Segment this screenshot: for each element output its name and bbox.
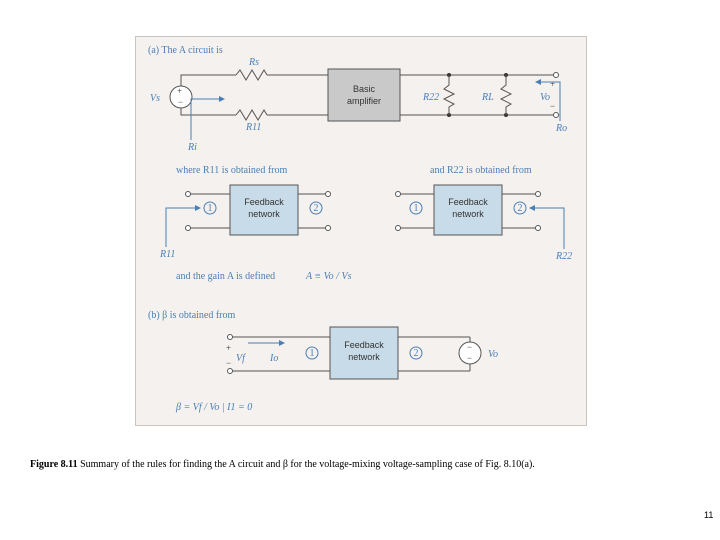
gain-text: and the gain A is defined bbox=[176, 271, 275, 282]
left-fb-wires bbox=[188, 193, 328, 229]
terminal bbox=[325, 191, 331, 197]
terminal bbox=[553, 112, 559, 118]
svg-text:−: − bbox=[467, 342, 472, 352]
fb-left-label-2: network bbox=[248, 209, 280, 219]
label-i1: Io bbox=[269, 353, 278, 364]
part-b-title: (b) β is obtained from bbox=[148, 310, 236, 321]
port-2-beta bbox=[409, 346, 423, 360]
fb-right-label-1: Feedback bbox=[448, 197, 488, 207]
arrow-r11 bbox=[165, 205, 201, 247]
terminal bbox=[535, 191, 541, 197]
svg-text:+: + bbox=[226, 343, 231, 353]
label-r22: R22 bbox=[422, 92, 439, 103]
svg-text:+: + bbox=[177, 86, 182, 96]
page-number: 11 bbox=[704, 510, 714, 520]
arrow-ro bbox=[535, 79, 561, 121]
and-r22-text: and R22 is obtained from bbox=[430, 165, 532, 176]
resistor-r22 bbox=[442, 75, 456, 115]
port-1-label: 1 bbox=[208, 203, 213, 214]
part-a-title: (a) The A circuit is bbox=[148, 45, 223, 56]
port-2-label: 2 bbox=[414, 348, 419, 359]
right-fb-wires bbox=[398, 193, 538, 229]
port-1-right bbox=[409, 201, 423, 215]
terminal bbox=[227, 368, 233, 374]
resistor-r11 bbox=[235, 109, 268, 121]
terminal bbox=[535, 225, 541, 231]
port-1-label: 1 bbox=[310, 348, 315, 359]
label-vo: Vo bbox=[540, 92, 550, 103]
port-1-beta bbox=[305, 346, 319, 360]
basic-amplifier-box bbox=[327, 68, 401, 122]
svg-text:−: − bbox=[178, 97, 183, 107]
label-r11: R11 bbox=[245, 122, 261, 133]
fb-left-label-1: Feedback bbox=[244, 197, 284, 207]
port-1-label: 1 bbox=[414, 203, 419, 214]
gain-equation: A ≡ Vo / Vs bbox=[305, 271, 352, 282]
port-1-left bbox=[203, 201, 217, 215]
terminal bbox=[185, 225, 191, 231]
voltage-source-vo: − − bbox=[458, 341, 482, 365]
terminal bbox=[395, 191, 401, 197]
svg-text:−: − bbox=[467, 353, 472, 363]
circuit-diagram: (a) The A circuit is + − Vs Rs R11 Ri Ba… bbox=[148, 45, 572, 413]
fb-beta-label-1: Feedback bbox=[344, 340, 384, 350]
amp-label-2: amplifier bbox=[347, 96, 381, 106]
label-ri: Ri bbox=[187, 142, 197, 153]
port-2-label: 2 bbox=[518, 203, 523, 214]
caption-text: Summary of the rules for finding the A c… bbox=[77, 459, 535, 470]
terminal bbox=[325, 225, 331, 231]
beta-equation: β = Vf / Vo | I1 = 0 bbox=[175, 402, 252, 413]
resistor-rs bbox=[235, 69, 268, 81]
label-r22-right: R22 bbox=[555, 251, 572, 262]
figure-caption: Figure 8.11 Summary of the rules for fin… bbox=[30, 459, 535, 470]
arrow-r22 bbox=[529, 205, 565, 249]
amp-label-1: Basic bbox=[353, 84, 376, 94]
feedback-network-box-beta bbox=[329, 326, 399, 380]
fb-right-label-2: network bbox=[452, 209, 484, 219]
caption-number: Figure 8.11 bbox=[30, 459, 78, 470]
label-vs: Vs bbox=[150, 93, 160, 104]
figure-panel: (a) The A circuit is + − Vs Rs R11 Ri Ba… bbox=[135, 36, 587, 426]
feedback-network-box-left bbox=[229, 184, 299, 236]
wire-bottom-left bbox=[180, 108, 236, 116]
port-2-right bbox=[513, 201, 527, 215]
fb-beta-label-2: network bbox=[348, 352, 380, 362]
arrow-ri bbox=[190, 96, 225, 140]
voltage-source-vs: + − bbox=[169, 85, 193, 109]
svg-text:−: − bbox=[550, 101, 555, 111]
label-vo-source: Vo bbox=[488, 349, 498, 360]
svg-text:+: + bbox=[550, 79, 555, 89]
port-2-label: 2 bbox=[314, 203, 319, 214]
label-ro: Ro bbox=[555, 123, 567, 134]
port-2-left bbox=[309, 201, 323, 215]
svg-text:−: − bbox=[226, 358, 231, 368]
beta-wires bbox=[230, 336, 470, 372]
resistor-rl bbox=[499, 75, 513, 115]
terminal bbox=[227, 334, 233, 340]
label-vf: Vf bbox=[236, 353, 246, 364]
feedback-network-box-right bbox=[433, 184, 503, 236]
where-text: where R11 is obtained from bbox=[176, 165, 287, 176]
label-r11-left: R11 bbox=[159, 249, 175, 260]
label-rs: Rs bbox=[248, 57, 259, 68]
terminal bbox=[395, 225, 401, 231]
wire-top-left bbox=[180, 74, 236, 86]
terminal bbox=[553, 72, 559, 78]
label-rl: RL bbox=[481, 92, 494, 103]
terminal bbox=[185, 191, 191, 197]
